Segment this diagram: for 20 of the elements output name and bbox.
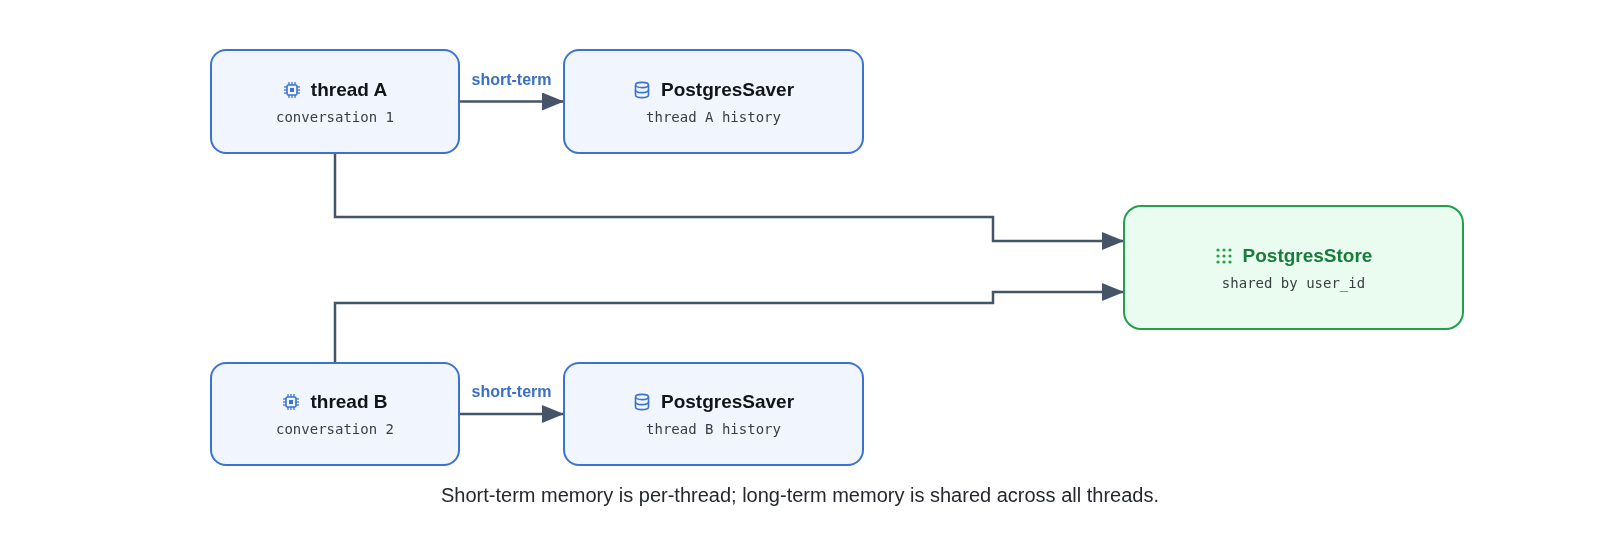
process-box	[210, 362, 460, 466]
arrow	[333, 154, 1124, 250]
process-box	[210, 49, 460, 154]
process-box	[1123, 205, 1464, 330]
arrow	[460, 92, 564, 111]
process-box	[563, 362, 864, 466]
node-subtitle: shared by user_id	[1221, 274, 1366, 291]
process-box	[563, 49, 864, 154]
node-subtitle: conversation 2	[276, 421, 394, 437]
node-title: PostgresSaver	[660, 391, 795, 413]
node-title: PostgresStore	[1242, 244, 1373, 267]
caption: Short-term memory is per-thread; long-term memory is shared across all threads.	[441, 484, 1159, 506]
arrow	[460, 405, 564, 423]
node-subtitle: thread A history	[646, 108, 781, 125]
node-title: thread A	[310, 78, 388, 101]
arrow	[333, 283, 1124, 362]
node-title: thread B	[310, 391, 388, 413]
node-title: PostgresSaver	[660, 78, 795, 101]
node-subtitle: conversation 1	[276, 108, 394, 125]
node-subtitle: thread B history	[646, 421, 781, 437]
